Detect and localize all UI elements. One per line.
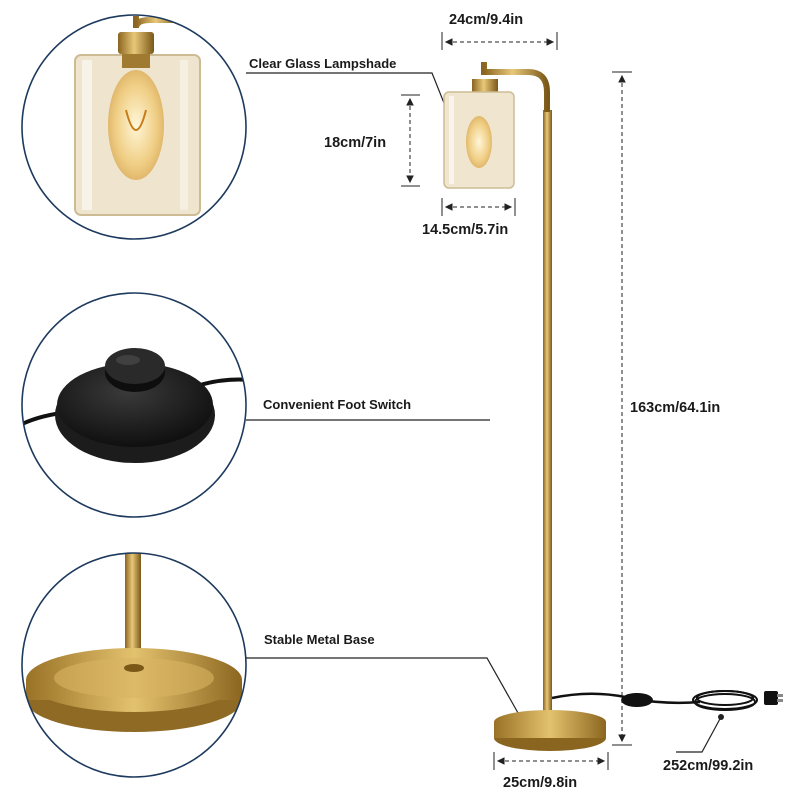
lamp-bulb bbox=[466, 116, 492, 168]
lampshade-detail-circle bbox=[21, 14, 247, 240]
label-clear-glass-lampshade: Clear Glass Lampshade bbox=[249, 56, 397, 71]
foot-switch-detail-circle bbox=[21, 292, 247, 518]
dimension-lines bbox=[401, 32, 632, 770]
pole-closeup bbox=[125, 553, 141, 668]
dimension-shade-height: 18cm/7in bbox=[324, 135, 387, 151]
bulb-socket bbox=[118, 32, 154, 54]
label-convenient-foot-switch: Convenient Foot Switch bbox=[263, 397, 412, 412]
dimension-cord-length: 252cm/99.2in bbox=[663, 758, 754, 774]
dimension-arm-width: 24cm/9.4in bbox=[449, 12, 524, 28]
lamp-pole bbox=[543, 110, 552, 718]
plug bbox=[764, 691, 778, 705]
edison-bulb bbox=[108, 70, 164, 180]
foot-switch-button bbox=[105, 348, 165, 384]
lamp-arm bbox=[481, 62, 550, 112]
label-stable-metal-base: Stable Metal Base bbox=[264, 632, 375, 647]
base-detail-circle bbox=[21, 552, 247, 778]
lamp-base bbox=[494, 710, 606, 734]
dimension-base-width: 25cm/9.8in bbox=[503, 775, 578, 791]
floor-lamp bbox=[443, 62, 783, 751]
dimension-total-height: 163cm/64.1in bbox=[630, 400, 721, 416]
dimension-shade-width: 14.5cm/5.7in bbox=[422, 222, 509, 238]
lamp-foot-switch bbox=[621, 693, 653, 707]
coiled-cord bbox=[692, 690, 758, 711]
